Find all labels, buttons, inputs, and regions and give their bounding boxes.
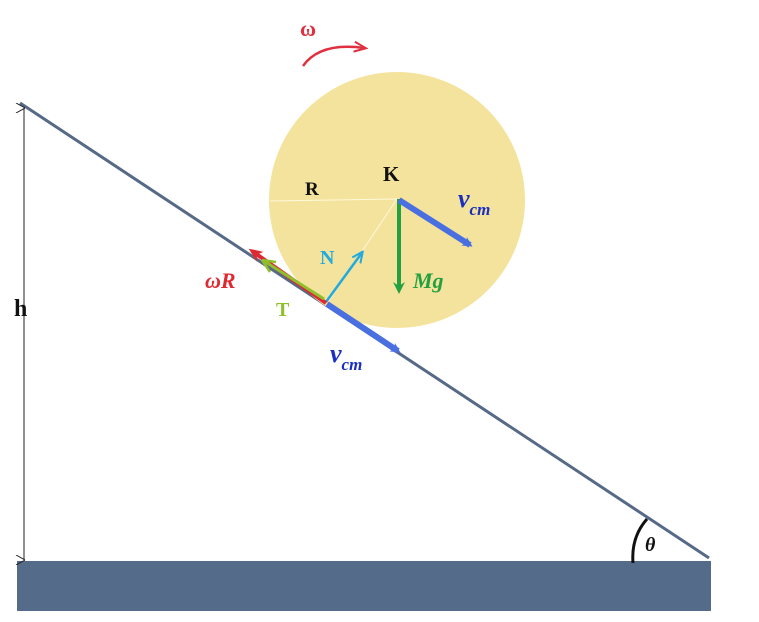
tension-arrow xyxy=(263,259,325,301)
radius-line xyxy=(269,198,398,202)
velocity-center-arrow xyxy=(397,197,473,248)
omega-label: ω xyxy=(300,16,316,41)
velocity-center-label: vcm xyxy=(458,184,490,219)
tension-arrowhead xyxy=(260,258,277,273)
ground-slab xyxy=(17,561,711,611)
velocity-contact-label: vcm xyxy=(330,339,362,374)
normal-force-label: N xyxy=(320,247,335,269)
velocity-contact-arrow xyxy=(325,301,401,354)
normal-force-arrow xyxy=(324,254,361,303)
center-label: K xyxy=(383,162,400,186)
height-label: h xyxy=(14,296,27,322)
angle-arc xyxy=(631,518,649,564)
omega-r-label: ωR xyxy=(205,268,236,293)
omega-rotation-arrow xyxy=(301,47,364,67)
tension-label: T xyxy=(276,299,290,321)
radius-label: R xyxy=(305,179,319,200)
weight-label: Mg xyxy=(412,268,444,293)
angle-label: θ xyxy=(645,534,656,556)
